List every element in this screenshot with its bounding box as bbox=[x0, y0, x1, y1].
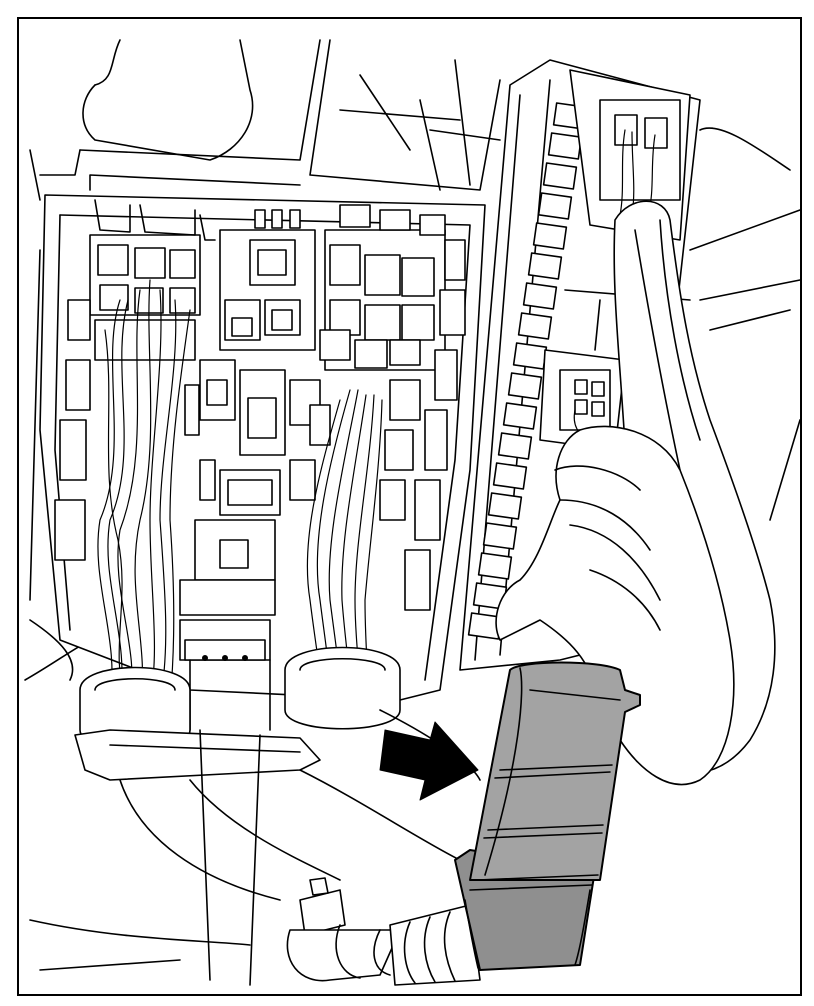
corrugated-tube bbox=[389, 904, 481, 986]
junction-block bbox=[39, 174, 486, 731]
figure-border bbox=[17, 17, 802, 996]
fuse-slots bbox=[467, 102, 588, 640]
relay-bank-center bbox=[179, 209, 321, 616]
harness-clip bbox=[286, 877, 401, 982]
wire-harness-center bbox=[284, 389, 401, 730]
harness-tape-band bbox=[74, 709, 481, 986]
removal-arrow-icon bbox=[379, 721, 479, 801]
bottom-connector bbox=[179, 619, 271, 731]
unplugged-connector bbox=[454, 661, 641, 971]
lower-hand bbox=[495, 425, 735, 786]
vehicle-body-panels bbox=[24, 39, 801, 971]
relay-bank-left bbox=[54, 199, 216, 561]
wire-harness-left bbox=[79, 279, 191, 750]
upper-connector-right bbox=[569, 69, 691, 241]
relay-bank-right bbox=[309, 204, 466, 611]
